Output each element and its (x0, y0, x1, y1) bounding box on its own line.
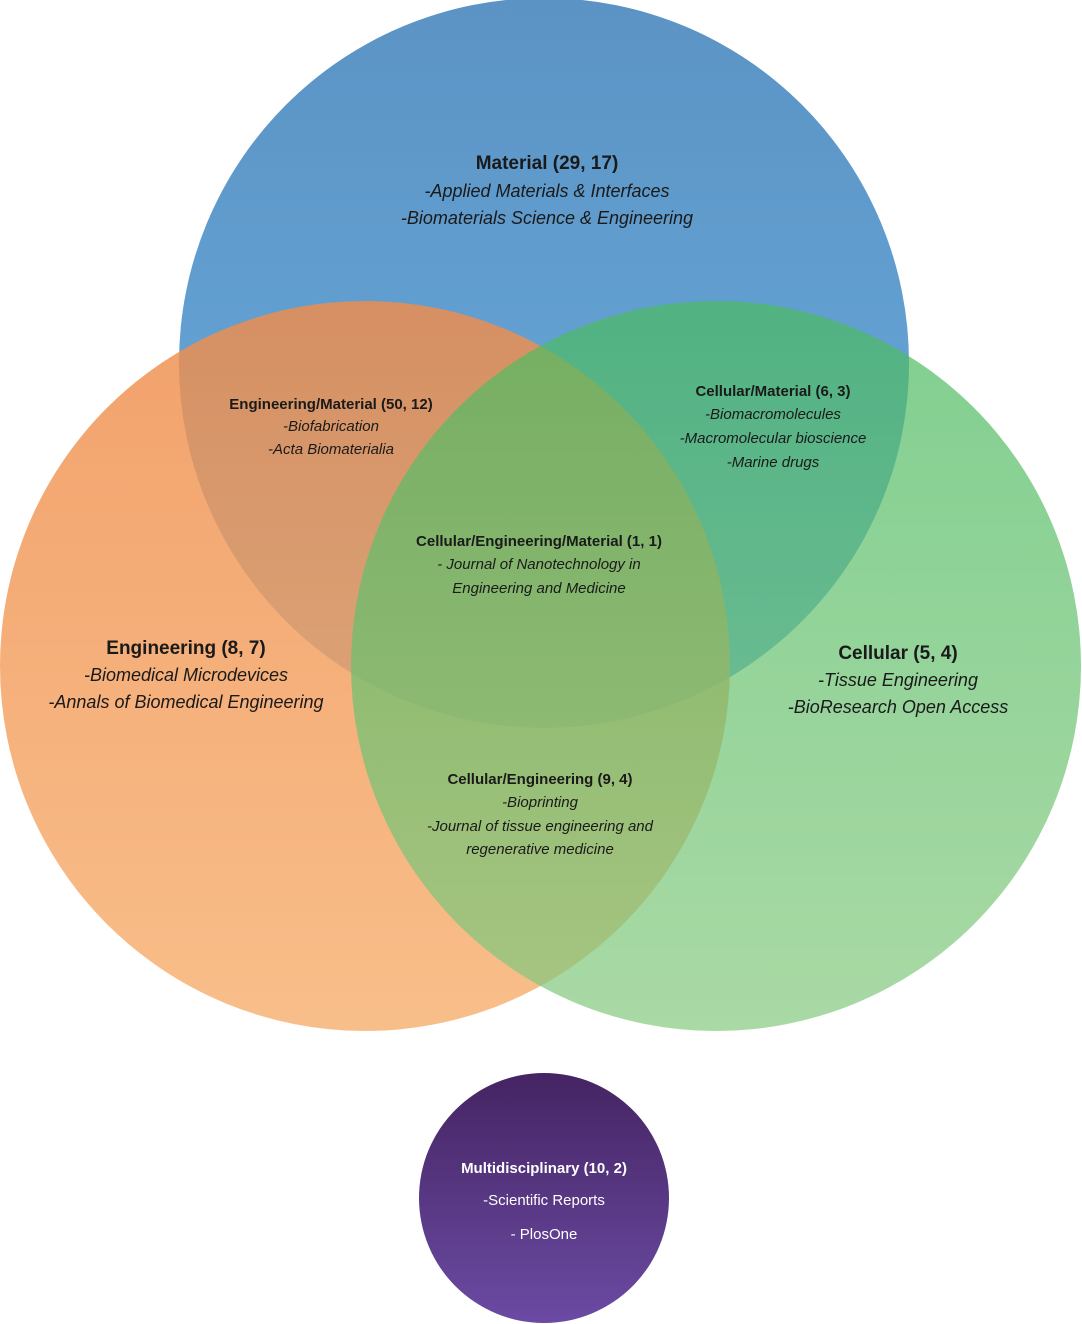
cellular-engineering-title: Cellular/Engineering (9, 4) (447, 771, 632, 788)
all-three-label: Cellular/Engineering/Material (1, 1) - J… (416, 533, 662, 597)
multidisciplinary-title: Multidisciplinary (10, 2) (461, 1160, 627, 1177)
cellular-material-item: -Biomacromolecules (705, 406, 841, 423)
multidisciplinary-circle (419, 1073, 669, 1323)
cellular-material-label: Cellular/Material (6, 3) -Biomacromolecu… (680, 383, 867, 471)
multidisciplinary-label: Multidisciplinary (10, 2) -Scientific Re… (461, 1160, 627, 1243)
multidisciplinary-item: - PlosOne (511, 1226, 578, 1243)
engineering-material-item: -Biofabrication (283, 418, 379, 435)
cellular-material-item: -Macromolecular bioscience (680, 430, 867, 447)
material-item: -Applied Materials & Interfaces (424, 181, 669, 201)
engineering-material-title: Engineering/Material (50, 12) (229, 396, 432, 413)
engineering-material-item: -Acta Biomaterialia (268, 441, 394, 458)
cellular-engineering-item: regenerative medicine (466, 841, 614, 858)
material-title: Material (29, 17) (476, 153, 619, 174)
engineering-item: -Biomedical Microdevices (84, 665, 288, 685)
cellular-material-title: Cellular/Material (6, 3) (695, 383, 850, 400)
engineering-title: Engineering (8, 7) (106, 638, 265, 659)
cellular-label: Cellular (5, 4) -Tissue Engineering -Bio… (788, 643, 1008, 717)
engineering-material-label: Engineering/Material (50, 12) -Biofabric… (229, 396, 432, 458)
all-three-item: Engineering and Medicine (452, 580, 625, 597)
engineering-label: Engineering (8, 7) -Biomedical Microdevi… (48, 638, 323, 712)
cellular-engineering-item: -Bioprinting (502, 794, 579, 811)
multidisciplinary-item: -Scientific Reports (483, 1192, 605, 1209)
cellular-engineering-label: Cellular/Engineering (9, 4) -Bioprinting… (427, 771, 654, 858)
all-three-title: Cellular/Engineering/Material (1, 1) (416, 533, 662, 550)
engineering-item: -Annals of Biomedical Engineering (48, 692, 323, 712)
cellular-title: Cellular (5, 4) (838, 643, 957, 664)
material-item: -Biomaterials Science & Engineering (401, 208, 693, 228)
cellular-engineering-item: -Journal of tissue engineering and (427, 818, 654, 835)
cellular-circle (351, 301, 1081, 1031)
cellular-item: -Tissue Engineering (818, 670, 978, 690)
all-three-item: - Journal of Nanotechnology in (437, 556, 640, 573)
material-label: Material (29, 17) -Applied Materials & I… (401, 153, 693, 228)
cellular-material-item: -Marine drugs (727, 454, 820, 471)
cellular-item: -BioResearch Open Access (788, 697, 1008, 717)
